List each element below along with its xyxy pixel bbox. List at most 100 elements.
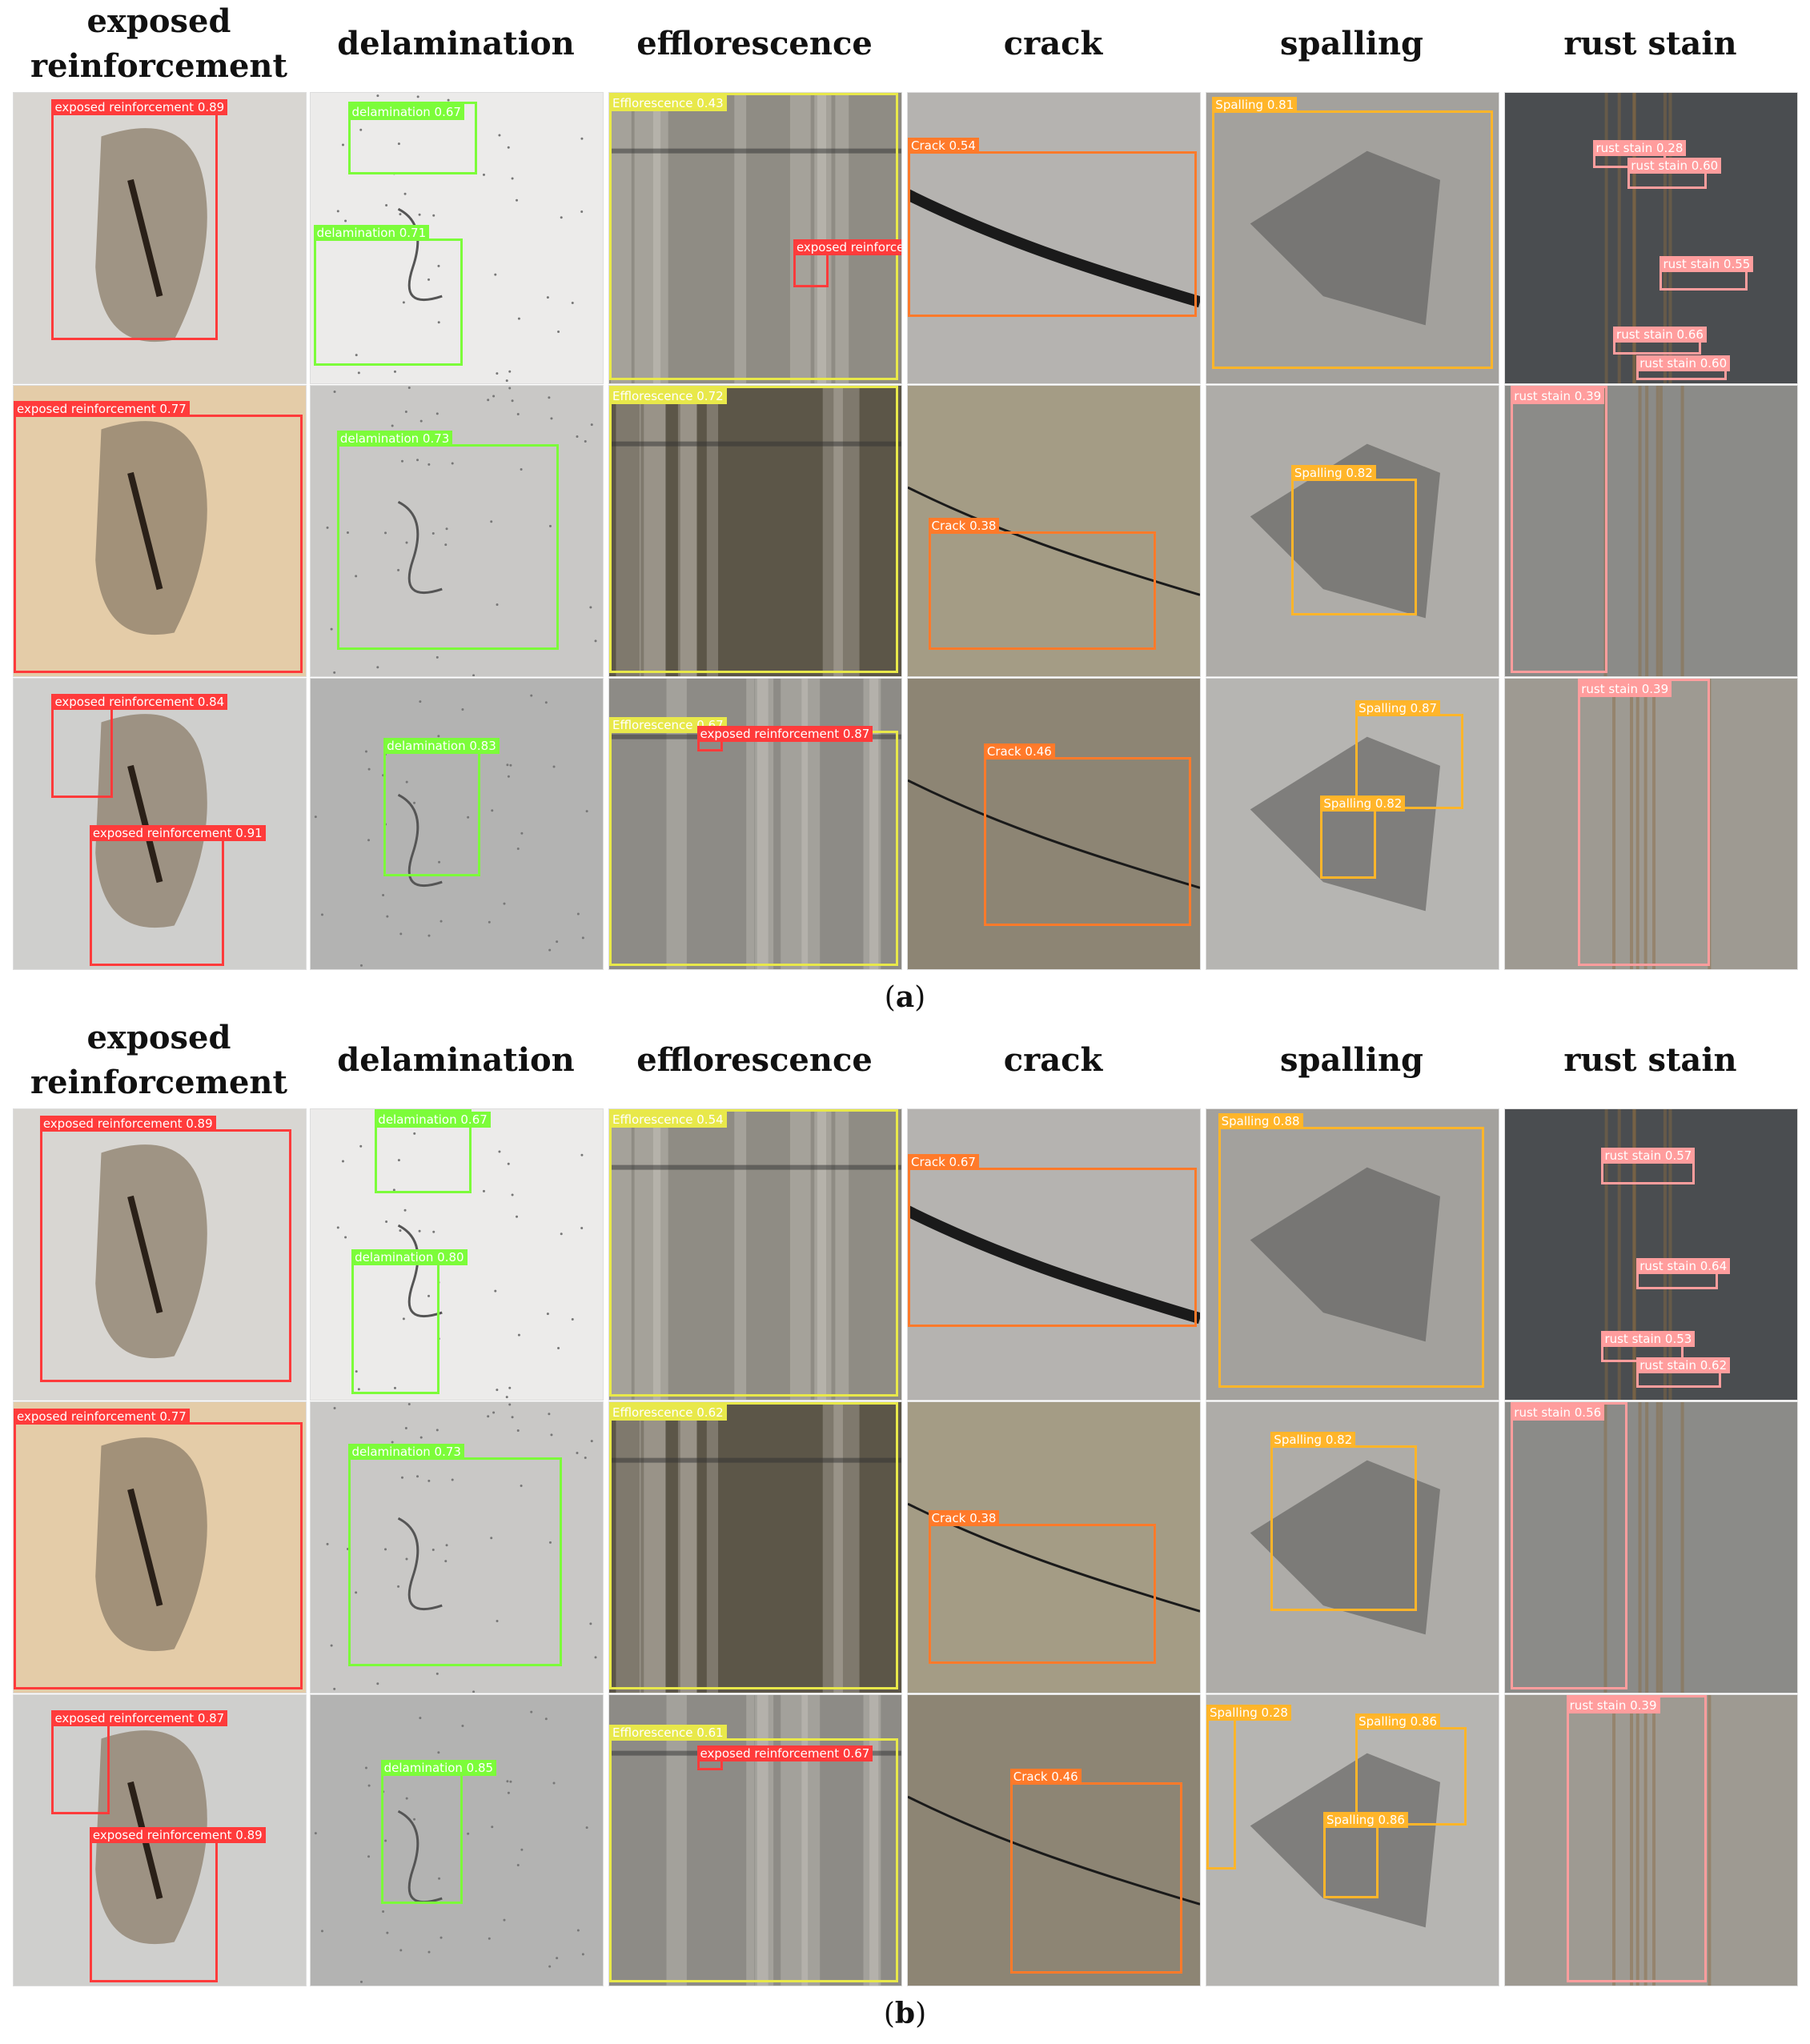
detection-image: exposed reinforcement 0.77 xyxy=(13,385,307,677)
detection-image: exposed reinforcement 0.89 xyxy=(13,1108,307,1401)
detection-image: rust stain 0.57 rust stain 0.64 rust stain… xyxy=(1504,1108,1798,1401)
bounding-box: Efflorescence 0.67 xyxy=(609,717,899,967)
bounding-box: Spalling 0.87 xyxy=(1355,699,1464,810)
column-title: rust stain xyxy=(1563,25,1737,62)
column-title: crack xyxy=(1003,25,1103,62)
box-label: exposed reinforcement 0.89 xyxy=(89,1826,266,1843)
detection-image: exposed reinforcement 0.84 exposed reinfo… xyxy=(13,678,307,970)
bounding-box: rust stain 0.66 xyxy=(1613,326,1707,355)
box-label: delamination 0.71 xyxy=(313,224,430,241)
box-label: delamination 0.73 xyxy=(348,1443,464,1460)
detection-image: Crack 0.54 xyxy=(907,92,1201,384)
bounding-box: rust stain 0.55 xyxy=(1660,256,1754,291)
bounding-box: exposed reinforcement 0.91 xyxy=(89,824,266,967)
detection-image: delamination 0.85 xyxy=(310,1694,604,1986)
photo-texture xyxy=(1250,150,1440,326)
detection-image: rust stain 0.39 xyxy=(1504,1694,1798,1986)
box-label: Crack 0.38 xyxy=(928,1510,1000,1527)
box-label: rust stain 0.55 xyxy=(1660,256,1754,273)
bounding-box: Efflorescence 0.61 xyxy=(609,1725,899,1983)
photo-texture xyxy=(609,1402,901,1693)
box-label: Spalling 0.87 xyxy=(1355,699,1441,716)
bounding-box: Crack 0.46 xyxy=(983,743,1192,926)
column-title: efflorescence xyxy=(636,1041,873,1079)
box-label: Spalling 0.86 xyxy=(1355,1713,1441,1729)
bounding-box: Spalling 0.81 xyxy=(1212,96,1493,369)
box-label: Efflorescence 0.43 xyxy=(609,95,727,111)
column-title: delamination xyxy=(337,1041,575,1079)
photo-texture xyxy=(1250,736,1440,912)
bounding-box: Crack 0.38 xyxy=(928,517,1157,651)
bounding-box: rust stain 0.62 xyxy=(1636,1357,1731,1389)
photo-texture xyxy=(1250,443,1440,619)
photo-texture xyxy=(609,386,901,676)
box-label: Spalling 0.28 xyxy=(1206,1705,1291,1721)
bounding-box: exposed reinforcement 0.87 xyxy=(696,726,873,751)
box-label: rust stain 0.28 xyxy=(1592,140,1687,157)
box-label: rust stain 0.56 xyxy=(1511,1405,1605,1421)
box-label: rust stain 0.57 xyxy=(1601,1148,1696,1164)
box-label: Crack 0.46 xyxy=(983,743,1055,759)
bounding-box: Spalling 0.82 xyxy=(1270,1432,1417,1612)
box-label: rust stain 0.66 xyxy=(1613,326,1707,343)
photo-texture xyxy=(95,1144,207,1359)
bounding-box: exposed reinforcement xyxy=(793,238,901,288)
box-label: exposed reinforcement xyxy=(793,238,901,255)
bounding-box: rust stain 0.57 xyxy=(1601,1148,1696,1185)
bounding-box: Efflorescence 0.43 xyxy=(609,93,899,381)
box-label: exposed reinforcement 0.84 xyxy=(51,694,228,711)
bounding-box: rust stain 0.39 xyxy=(1578,679,1710,967)
photo-texture xyxy=(609,93,901,383)
box-label: Spalling 0.82 xyxy=(1290,465,1376,482)
box-label: rust stain 0.60 xyxy=(1627,158,1722,174)
detection-image: Crack 0.46 xyxy=(907,678,1201,970)
detection-image: Spalling 0.82 xyxy=(1206,1401,1499,1693)
detection-image: Efflorescence 0.72 xyxy=(608,385,902,677)
photo-texture xyxy=(1250,1460,1440,1635)
box-label: Efflorescence 0.72 xyxy=(609,388,727,404)
bounding-box: rust stain 0.64 xyxy=(1636,1258,1731,1290)
box-label: Crack 0.67 xyxy=(908,1153,979,1170)
box-label: exposed reinforcement 0.67 xyxy=(696,1745,873,1761)
bounding-box: exposed reinforcement 0.89 xyxy=(89,1826,266,1983)
photo-texture xyxy=(609,1109,901,1400)
box-label: exposed reinforcement 0.77 xyxy=(14,401,190,418)
bounding-box: rust stain 0.60 xyxy=(1627,158,1722,189)
detection-image: delamination 0.73 xyxy=(310,385,604,677)
bounding-box: Spalling 0.86 xyxy=(1323,1812,1408,1899)
box-label: Spalling 0.82 xyxy=(1270,1432,1356,1449)
photo-texture xyxy=(1604,93,1672,383)
bounding-box: Spalling 0.86 xyxy=(1355,1713,1467,1826)
bounding-box: delamination 0.85 xyxy=(380,1760,497,1905)
bounding-box: exposed reinforcement 0.87 xyxy=(51,1710,228,1814)
bounding-box: exposed reinforcement 0.77 xyxy=(14,401,303,674)
box-label: delamination 0.73 xyxy=(336,430,453,447)
bounding-box: delamination 0.67 xyxy=(375,1109,491,1194)
bounding-box: exposed reinforcement 0.84 xyxy=(51,694,228,798)
box-label: rust stain 0.60 xyxy=(1636,355,1731,371)
box-label: rust stain 0.62 xyxy=(1636,1357,1731,1373)
bounding-box: delamination 0.71 xyxy=(313,224,463,367)
box-label: delamination 0.80 xyxy=(351,1249,468,1266)
column-title: spalling xyxy=(1279,1041,1424,1079)
column-title: efflorescence xyxy=(636,25,873,62)
photo-texture xyxy=(95,128,207,343)
box-label: exposed reinforcement 0.87 xyxy=(51,1710,228,1727)
box-label: Spalling 0.88 xyxy=(1218,1112,1303,1129)
detection-image: Crack 0.38 xyxy=(907,1401,1201,1693)
bounding-box: Efflorescence 0.62 xyxy=(609,1402,899,1690)
bounding-box: Spalling 0.28 xyxy=(1206,1705,1291,1870)
box-label: Crack 0.54 xyxy=(908,137,979,154)
detection-image: delamination 0.73 xyxy=(310,1401,604,1693)
bounding-box: Spalling 0.82 xyxy=(1320,796,1406,880)
detection-image: Crack 0.67 xyxy=(907,1108,1201,1401)
bounding-box: Spalling 0.88 xyxy=(1218,1112,1484,1389)
detection-image: Efflorescence 0.43 exposed reinforcement xyxy=(608,92,902,384)
photo-texture xyxy=(326,386,597,676)
box-label: exposed reinforcement 0.87 xyxy=(696,726,873,743)
detection-image: rust stain 0.39 xyxy=(1504,678,1798,970)
